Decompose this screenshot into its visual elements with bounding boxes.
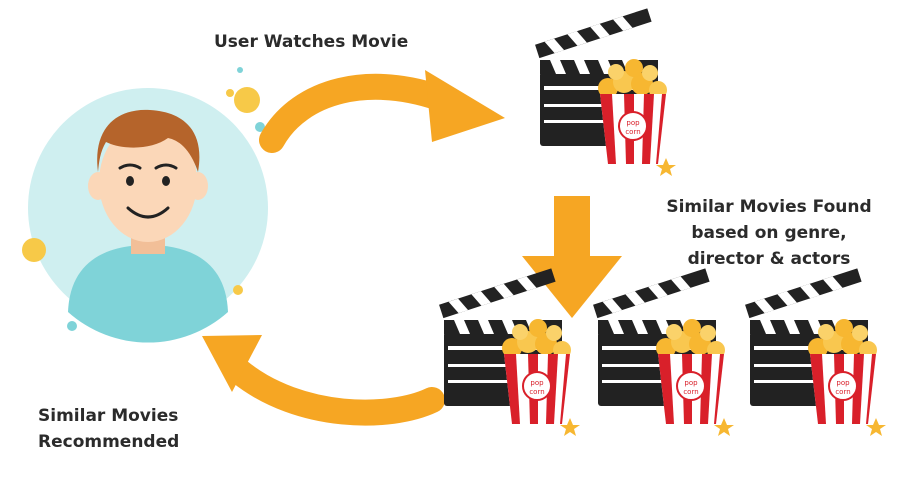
decor-dot — [233, 285, 243, 295]
label-similar-found: Similar Movies Found based on genre, dir… — [644, 194, 894, 272]
label-line: Recommended — [38, 432, 180, 452]
popcorn-text: pop — [684, 379, 698, 387]
popcorn-text: pop — [836, 379, 850, 387]
popcorn-text: corn — [835, 388, 850, 396]
popcorn-text: corn — [625, 128, 640, 136]
arrow-watch — [259, 70, 505, 153]
user-avatar — [68, 109, 228, 343]
popcorn-text: corn — [683, 388, 698, 396]
popcorn-text: corn — [529, 388, 544, 396]
decor-dot — [234, 87, 260, 113]
label-line: director & actors — [687, 249, 851, 269]
movie-icon-3 — [745, 268, 887, 437]
label-similar-recommended: Similar Movies Recommended — [38, 403, 179, 455]
decor-dot — [255, 122, 265, 132]
popcorn-text: pop — [530, 379, 544, 387]
popcorn-text: pop — [626, 119, 640, 127]
arrow-recommend — [202, 335, 445, 426]
decor-dot — [67, 321, 77, 331]
decor-dot — [237, 67, 243, 73]
label-line: Similar Movies Found — [666, 197, 872, 217]
decor-dot — [226, 89, 234, 97]
arrow-down — [522, 196, 622, 318]
label-line: based on genre, — [691, 223, 847, 243]
movie-icon-top — [535, 8, 677, 177]
decor-dot — [22, 238, 46, 262]
label-user-watches: User Watches Movie — [214, 32, 409, 52]
movie-icon-2 — [593, 268, 735, 437]
label-line: Similar Movies — [38, 406, 179, 426]
